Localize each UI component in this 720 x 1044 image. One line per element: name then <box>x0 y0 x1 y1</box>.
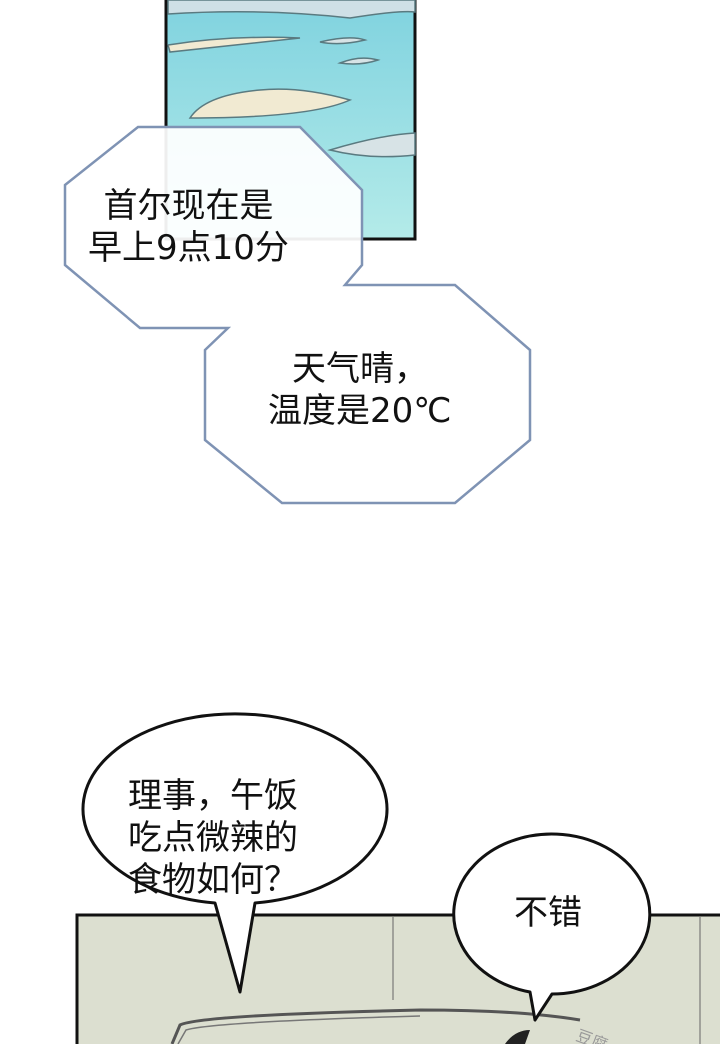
caption-line: 温度是20℃ <box>268 391 452 431</box>
caption-box <box>63 125 532 505</box>
caption-line: 首尔现在是 <box>103 186 274 226</box>
speech-line: 理事，午饭 <box>128 776 298 816</box>
speech-line: 吃点微辣的 <box>128 818 298 858</box>
caption-weather: 天气晴，温度是20℃ <box>268 348 451 432</box>
caption-time: 首尔现在是早上9点10分 <box>88 185 289 269</box>
speech-text-left: 理事，午饭吃点微辣的食物如何？ <box>128 775 298 901</box>
speech-bubble-right <box>452 832 652 1022</box>
speech-bubble-left <box>81 712 389 994</box>
caption-line: 天气晴， <box>292 349 428 389</box>
caption-line: 早上9点10分 <box>88 228 289 268</box>
speech-line: 食物如何？ <box>128 860 298 900</box>
speech-text-right: 不错 <box>514 893 582 933</box>
